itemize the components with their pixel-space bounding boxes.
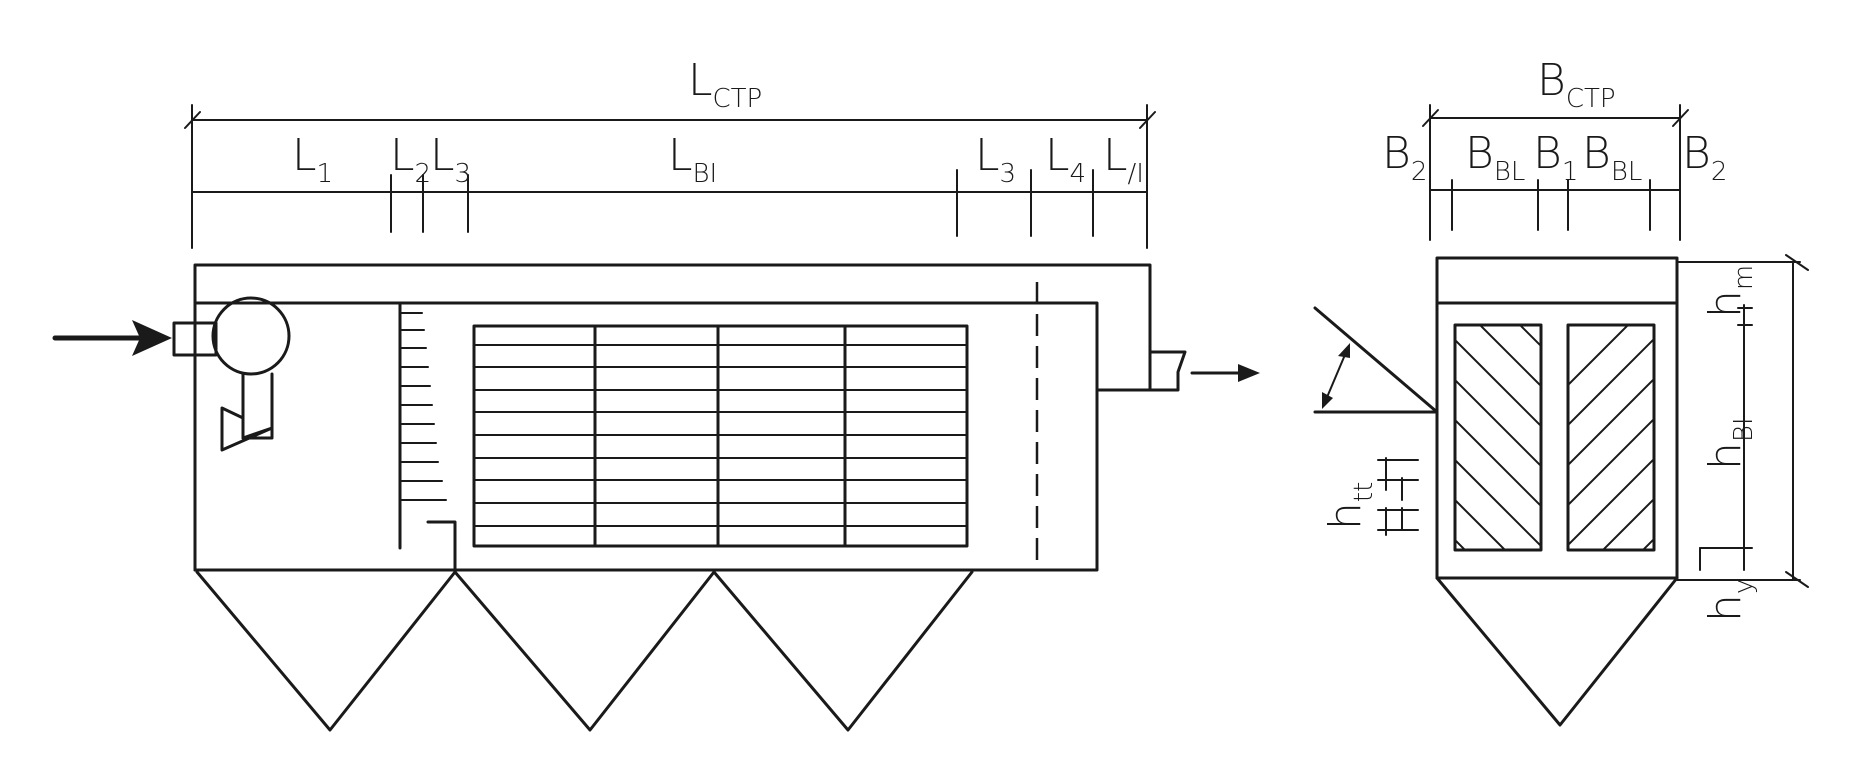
label-l4: L4 [1045, 130, 1086, 189]
inlet-pipe-circle [211, 296, 291, 376]
housing-side [193, 263, 1152, 572]
label-b2-left: B2 [1382, 128, 1427, 187]
label-l3-right: L3 [975, 130, 1016, 189]
gas-outlet [1148, 350, 1260, 392]
label-l2: L2 [390, 130, 431, 189]
dim-segments: L1 L2 L3 LBI L3 L4 L/I [191, 130, 1148, 237]
label-l-outlet: L/I [1103, 130, 1144, 189]
electrode-block-left [1453, 323, 1543, 552]
side-view: LCTP L1 L2 L3 LBI L3 L4 L/I [52, 55, 1260, 732]
label-h-y: hy [1700, 579, 1759, 622]
label-b1: B1 [1533, 128, 1578, 187]
label-b-bl-right: BBL [1582, 128, 1642, 187]
label-h-bi: hBI [1700, 417, 1759, 470]
label-l-bi: LBI [668, 130, 717, 189]
label-b2-right: B2 [1682, 128, 1727, 187]
label-l-ctp: LCTP [688, 55, 762, 114]
gas-inlet [52, 296, 291, 452]
tier-height-indicator: htt [1320, 457, 1419, 536]
distribution-grid [398, 303, 457, 572]
label-l3-left: L3 [430, 130, 471, 189]
outlet-arrow-icon [1238, 364, 1260, 382]
electrode-field [472, 324, 969, 548]
label-l1: L1 [292, 130, 333, 189]
hoppers-side [195, 570, 974, 732]
label-b-bl-left: BBL [1465, 128, 1525, 187]
label-h-m: hm [1700, 265, 1759, 318]
inlet-arrow-icon [132, 320, 172, 356]
double-arrow-head-bottom-icon [1322, 392, 1333, 409]
label-h-tt: htt [1320, 482, 1379, 530]
double-arrow-head-top-icon [1338, 343, 1350, 358]
dim-width-segments: B2 BBL B1 BBL B2 [1382, 128, 1727, 231]
inlet-diffuser [1313, 306, 1439, 414]
label-b-ctp: BCTP [1537, 55, 1616, 114]
casing-end [1435, 256, 1679, 727]
dim-heights: hm hBI hy [1676, 254, 1809, 622]
electrode-block-right [1566, 323, 1656, 552]
dim-overall-width: BCTP [1422, 55, 1689, 241]
dim-overall-length: LCTP [184, 55, 1156, 249]
end-view: BCTP B2 BBL B1 BBL B2 [1313, 55, 1809, 727]
